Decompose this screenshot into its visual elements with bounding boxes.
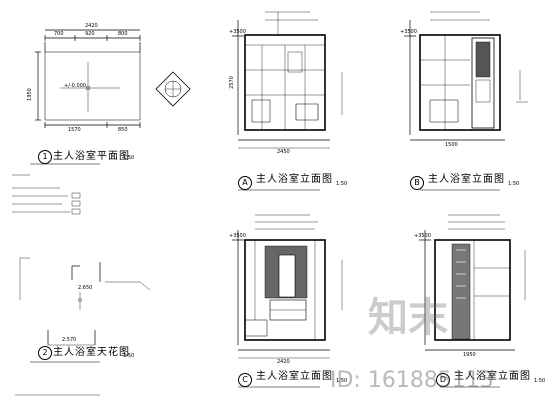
elevation-d [419,214,526,351]
elev-a-height: 2570 [228,76,235,89]
drawing-number-2: 2 [38,346,52,360]
plan-dim-total: 2420 [85,23,98,29]
elev-a-width: 2450 [277,149,290,155]
plan-dim-top-right: 800 [118,31,128,37]
elev-b-width: 1500 [445,142,458,148]
plan-view [12,29,191,215]
elev-d-width: 1950 [463,352,476,358]
ceiling-view [15,257,151,396]
drawing-title-2: 主人浴室天花图 [53,347,130,358]
ceiling-width-label: 2.570 [62,337,77,343]
drawing-title-1: 主人浴室平面图 [53,151,130,162]
drawing-title-b: 主人浴室立面图 [428,174,505,185]
drawing-title-a: 主人浴室立面图 [256,174,333,185]
drawing-number-a: A [238,176,252,190]
drawing-number-c: C [238,373,252,387]
drawing-number-b: B [410,176,424,190]
drawing-scale-2: 1:50 [123,353,135,359]
drawing-number-1: 1 [38,150,52,164]
drawing-scale-c: 1:50 [336,378,348,384]
drawing-scale-1: 1:50 [123,155,135,161]
plan-dim-bottom-left: 1570 [68,127,81,133]
elev-c-width: 2420 [277,359,290,365]
elevation-a [232,11,343,149]
title-underlines [30,163,500,388]
watermark-logo: 知末 [368,295,448,341]
elev-a-ceiling: +3500 [229,29,246,35]
elev-b-ceiling: +3500 [400,29,417,35]
elev-d-ceiling: +3500 [414,233,431,239]
plan-dim-side: 1950 [26,88,33,101]
drawing-title-c: 主人浴室立面图 [256,371,333,382]
plan-floor-level: +/-0.000 [64,83,86,89]
elevation-b [404,11,528,141]
plan-dim-top-mid: 920 [85,31,95,37]
ceiling-height-label: 2.650 [78,285,93,291]
elevation-c [232,214,343,359]
drawing-scale-b: 1:50 [508,181,520,187]
drawing-scale-a: 1:50 [336,181,348,187]
drawing-title-d: 主人浴室立面图 [454,371,531,382]
drawing-number-d: D [436,373,450,387]
plan-dim-bottom-right: 850 [118,127,128,133]
elev-c-ceiling: +3500 [229,233,246,239]
drawing-scale-d: 1:50 [534,378,546,384]
watermark-id: ID: 161885113 [330,368,494,393]
plan-dim-top-left: 700 [54,31,64,37]
